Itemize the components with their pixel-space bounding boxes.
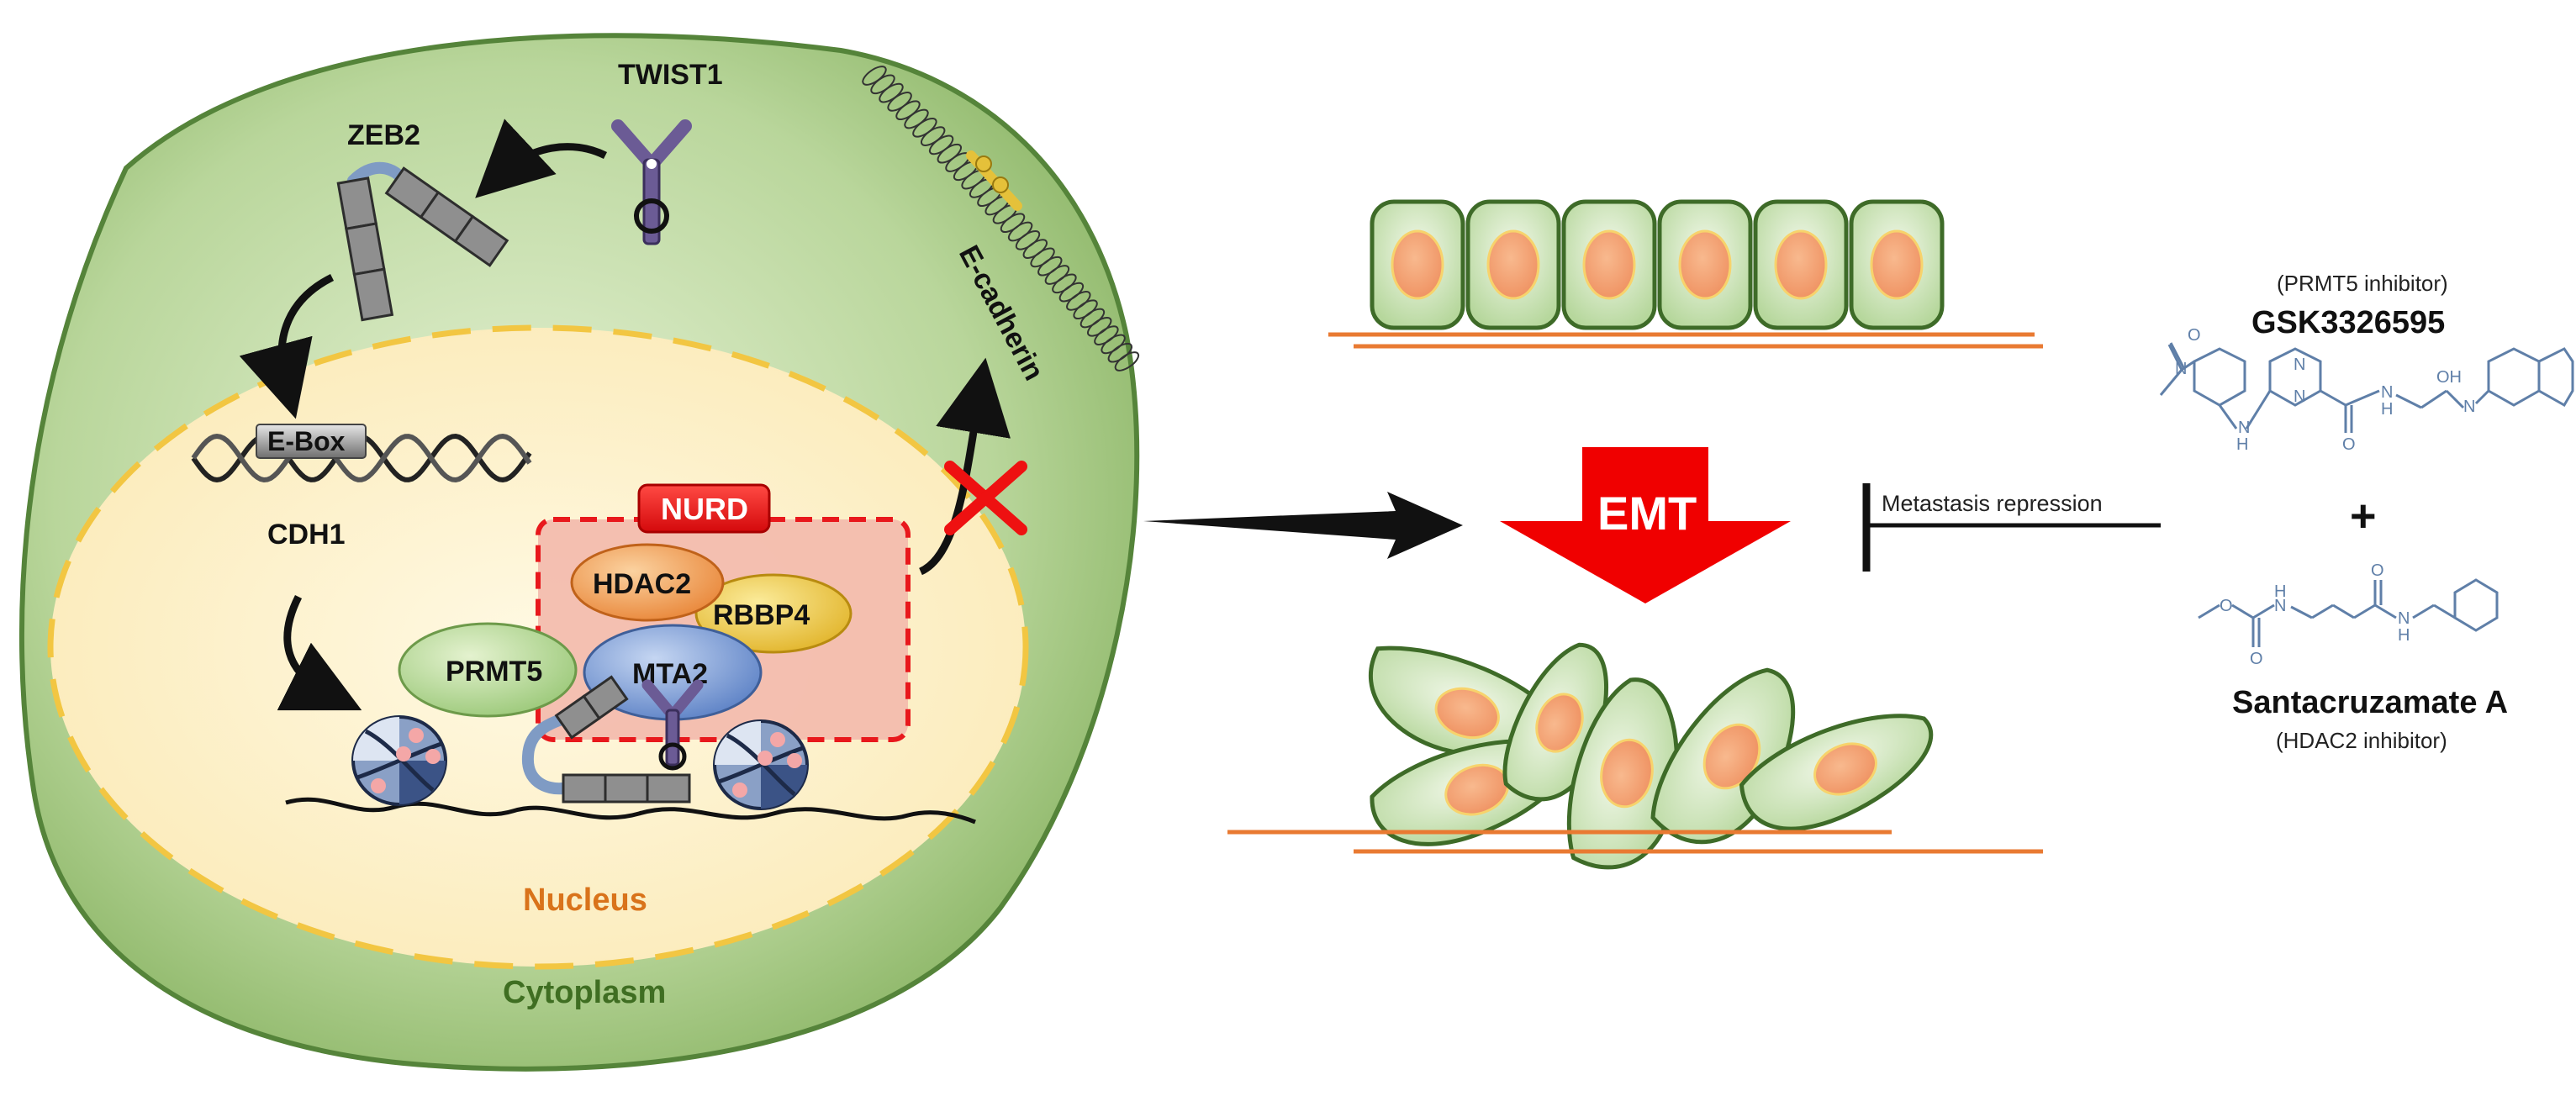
- svg-text:O: O: [2371, 561, 2384, 580]
- epithelial-nucleus: [1870, 229, 1924, 300]
- svg-text:H: H: [2381, 400, 2393, 419]
- epithelial-nucleus: [1582, 229, 1636, 300]
- epithelial-cell-layer: [1370, 199, 1945, 330]
- arrow-cdh1-to-chromatin: [277, 594, 362, 711]
- plus-sign: +: [2350, 491, 2377, 541]
- ebox-label: E-Box: [267, 426, 346, 456]
- svg-text:OH: OH: [2436, 368, 2462, 387]
- svg-text:N: N: [2398, 609, 2410, 628]
- svg-text:N: N: [2238, 419, 2250, 437]
- epithelial-nucleus: [1391, 229, 1444, 300]
- epithelial-nucleus: [1774, 229, 1828, 300]
- zeb2-label: ZEB2: [347, 119, 420, 151]
- hdac2-protein: [570, 543, 725, 622]
- svg-text:N: N: [2294, 356, 2305, 374]
- svg-text:N: N: [2274, 597, 2286, 615]
- gsk-role-label: (PRMT5 inhibitor): [2277, 271, 2448, 296]
- gsk3326595-structure: [2159, 342, 2574, 433]
- epithelial-nucleus: [1486, 229, 1540, 300]
- svg-text:O: O: [2250, 650, 2263, 668]
- santa-role-label: (HDAC2 inhibitor): [2276, 728, 2447, 753]
- prmt5-protein: [398, 622, 578, 718]
- nurd-badge: [637, 483, 771, 534]
- rbbp4-protein: [694, 573, 853, 654]
- emt-arrow: [1500, 447, 1791, 603]
- twist1-label: TWIST1: [618, 59, 723, 91]
- zeb2-icon: [336, 161, 509, 322]
- cdh1-label: CDH1: [267, 519, 346, 551]
- emt-label: EMT: [1597, 487, 1697, 540]
- nucleosome-left: [351, 715, 447, 806]
- svg-text:O: O: [2188, 326, 2201, 345]
- nurd-label: NURD: [661, 492, 748, 526]
- transition-arrow: [1143, 492, 1463, 559]
- chromatin-strand: [285, 797, 976, 825]
- svg-text:N: N: [2294, 387, 2305, 406]
- hdac2-label: HDAC2: [593, 568, 691, 600]
- metastasis-repression-label: Metastasis repression: [1882, 491, 2103, 516]
- svg-text:H: H: [2236, 435, 2248, 454]
- gsk-name-label: GSK3326595: [2251, 305, 2445, 340]
- inhibition-x-icon: [944, 461, 1027, 535]
- arrow-twist1-to-zeb2: [475, 119, 608, 198]
- ebox-box: [256, 424, 367, 459]
- epithelial-nucleus: [1678, 229, 1732, 300]
- nucleosome-right: [713, 719, 809, 810]
- dna-strand: [191, 433, 532, 483]
- nucleus-label: Nucleus: [523, 883, 647, 918]
- svg-text:H: H: [2274, 582, 2286, 601]
- svg-text:N: N: [2463, 398, 2475, 416]
- svg-text:N: N: [2175, 360, 2187, 378]
- svg-text:O: O: [2342, 435, 2356, 454]
- santacruzamate-a-structure: [2198, 578, 2499, 647]
- twist1-icon: [611, 119, 692, 245]
- santacruzamate-atoms: O O N H O N H: [2220, 561, 2410, 668]
- santa-name-label: Santacruzamate A: [2232, 685, 2508, 720]
- mesenchymal-cells: [1368, 642, 1934, 870]
- svg-text:H: H: [2398, 626, 2410, 645]
- arrow-to-ecadherin: [918, 357, 1011, 576]
- arrow-zeb2-to-ebox: [239, 273, 335, 419]
- prmt5-label: PRMT5: [446, 656, 542, 688]
- membrane-coil: [1114, 351, 1140, 371]
- e-cadherin-protein: [966, 150, 1022, 211]
- rbbp4-label: RBBP4: [713, 599, 810, 631]
- bound-zeb2: [521, 675, 691, 804]
- gsk-atoms: O N N N N H O N H OH N: [2175, 326, 2475, 454]
- bound-twist1: [641, 679, 704, 771]
- svg-text:N: N: [2381, 383, 2393, 402]
- cytoplasm-label: Cytoplasm: [503, 975, 666, 1010]
- svg-text:O: O: [2220, 597, 2233, 615]
